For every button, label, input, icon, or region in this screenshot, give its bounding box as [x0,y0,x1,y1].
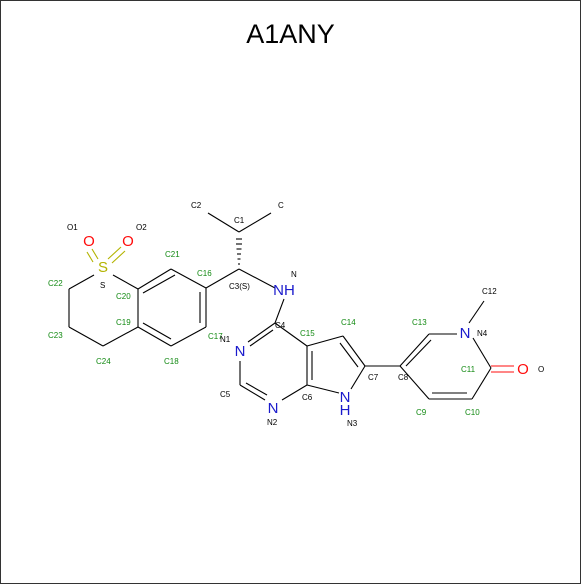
atom-label: C8 [398,373,409,382]
atom-label: O [538,365,544,374]
atom-n4: N [460,325,471,342]
atom-label: C18 [164,357,179,366]
molecule-title: A1ANY [246,19,335,49]
atom-label: C2 [191,201,202,210]
atom-label: C5 [220,390,231,399]
bond-layer [68,212,514,401]
atom-label: C1 [234,216,245,225]
atom-label: C17 [208,332,223,341]
atom-label: N2 [267,418,278,427]
atom-label: C22 [48,279,63,288]
atom-label: C3(S) [229,282,250,291]
atom-n3b: N [340,389,351,406]
atom-label: C16 [197,269,212,278]
atom-o1: O [83,233,95,250]
atom-label: S [100,281,105,290]
atom-label: C20 [116,292,131,301]
atom-label: O2 [136,223,147,232]
atom-label: N4 [477,329,488,338]
atom-label: N [291,270,297,279]
atom-label: C [278,201,284,210]
atom-n3: H [340,402,351,419]
atom-label: C12 [482,287,497,296]
atom-label: N3 [347,419,358,428]
atom-label: C7 [368,373,379,382]
atom-label: C10 [465,408,480,417]
atom-label: C9 [416,408,427,417]
atom-label: C6 [302,393,313,402]
atom-label: C23 [48,331,63,340]
atom-o: O [517,361,529,378]
atom-n: NH [273,282,295,299]
atom-label: C21 [165,250,180,259]
atom-label: C24 [96,357,111,366]
atom-n1: N [235,343,246,360]
atom-label: C19 [116,318,131,327]
atom-label: C13 [412,318,427,327]
atom-label: C14 [341,318,356,327]
atom-label: O1 [67,223,78,232]
atom-o2: O [122,233,134,250]
atom-label: C11 [461,365,476,374]
atom-label: C15 [300,329,315,338]
atom-label: C4 [275,321,286,330]
atom-n2: N [268,400,279,417]
stereo-hash-bond [236,238,242,265]
atom-label: N1 [220,335,231,344]
atom-s: S [98,259,108,276]
